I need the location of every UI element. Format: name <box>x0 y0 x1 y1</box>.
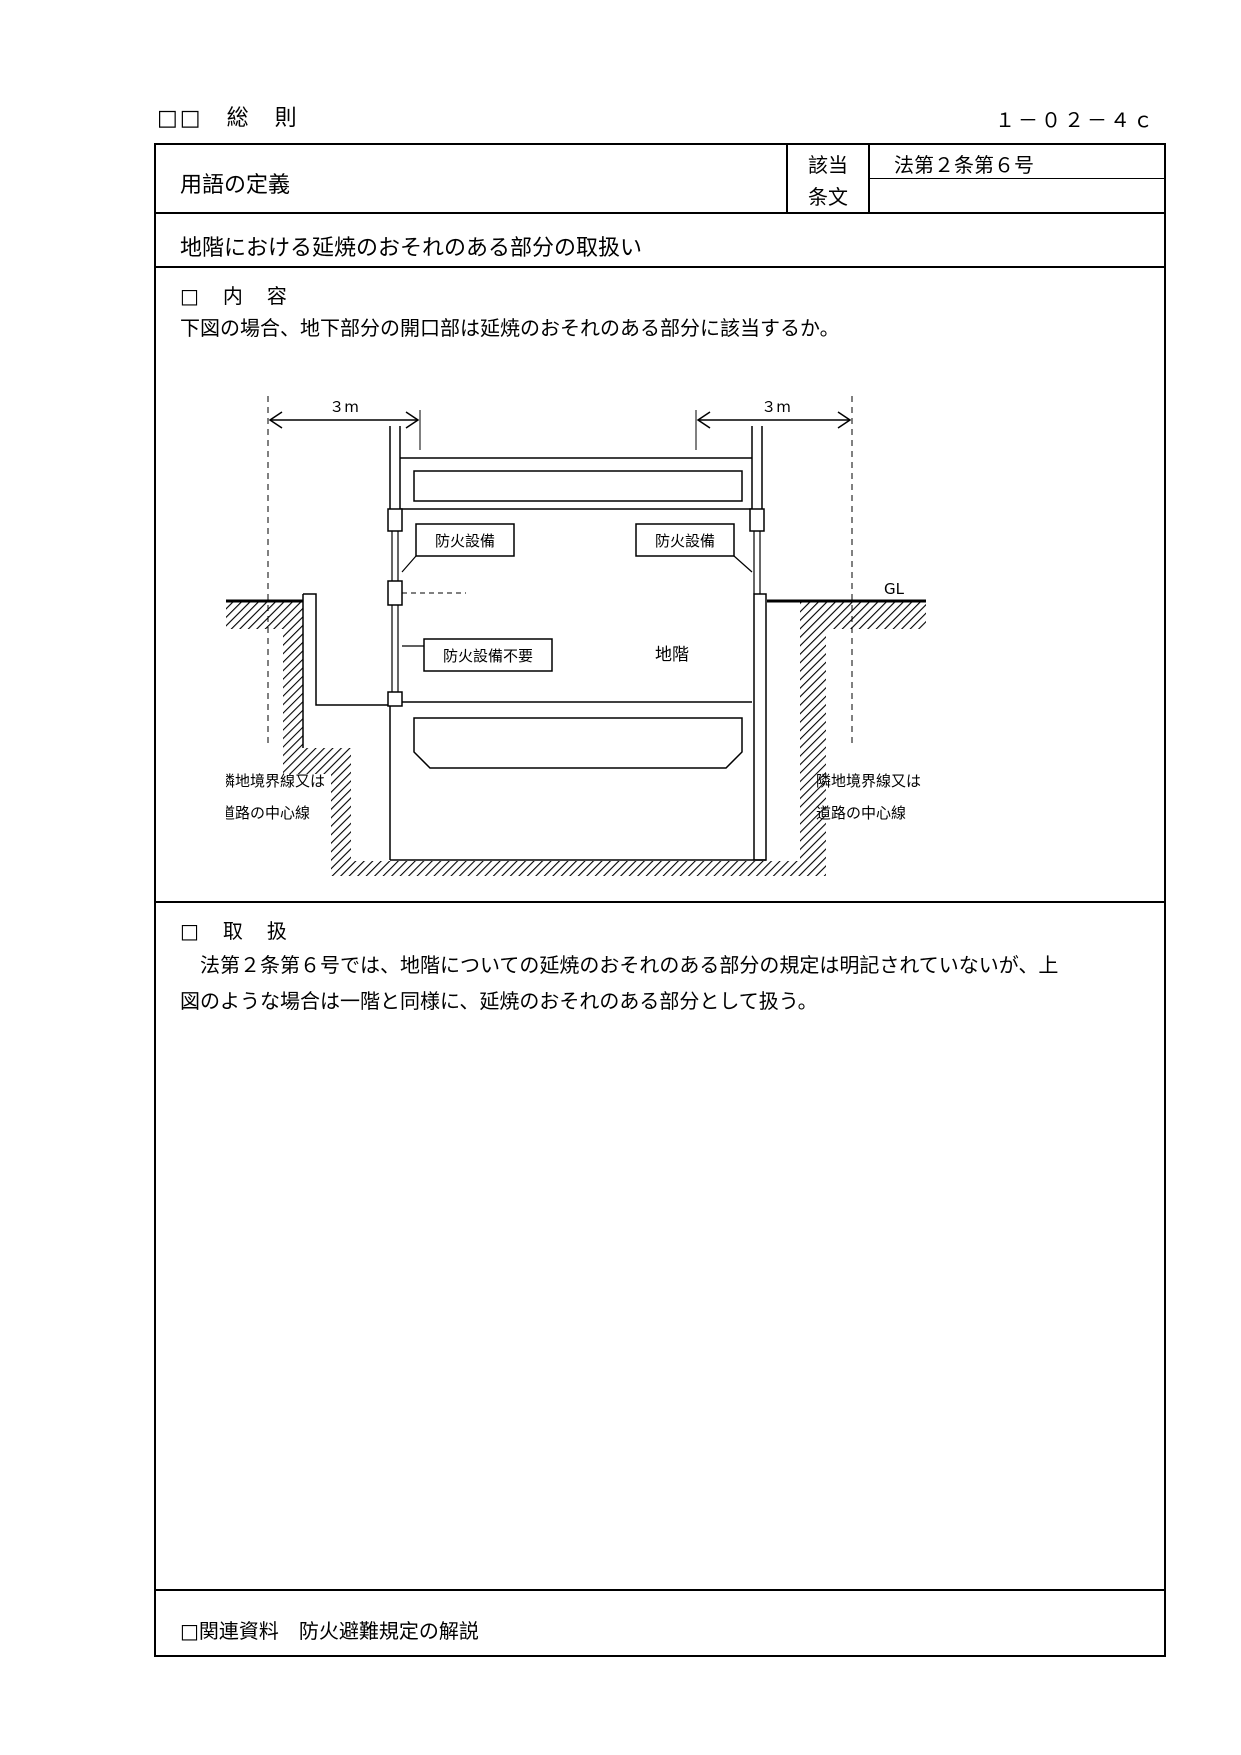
content-question: 下図の場合、地下部分の開口部は延焼のおそれのある部分に該当するか。 <box>180 316 840 340</box>
related-footer: □関連資料 防火避難規定の解説 <box>156 1591 1164 1655</box>
label-fire-right: 防火設備 <box>655 532 715 550</box>
content-section: □ 内 容 下図の場合、地下部分の開口部は延焼のおそれのある部分に該当するか。 … <box>156 268 1164 903</box>
section-diagram: ３m ３m <box>226 396 926 876</box>
article-label-line1: 該当 <box>808 153 848 177</box>
article-value: 法第２条第６号 <box>894 153 1034 177</box>
boundary-left-line1: 隣地境界線又は <box>226 772 325 790</box>
dim-left-label: ３m <box>329 398 359 416</box>
content-heading: □ 内 容 <box>180 284 289 308</box>
handling-line1: 法第２条第６号では、地階についての延焼のおそれのある部分の規定は明記されていない… <box>180 953 1059 977</box>
document-frame: 用語の定義 該当 条文 法第２条第６号 地階における延焼のおそれのある部分の取扱… <box>154 143 1166 1657</box>
label-basement: 地階 <box>655 645 689 665</box>
boundary-right-line1: 隣地境界線又は <box>816 772 921 790</box>
related-materials: □関連資料 防火避難規定の解説 <box>180 1619 479 1643</box>
boundary-right-line2: 道路の中心線 <box>816 804 906 822</box>
label-gl: GL <box>884 580 905 598</box>
boundary-left-line2: 道路の中心線 <box>226 804 310 822</box>
subject-row: 地階における延焼のおそれのある部分の取扱い <box>156 214 1164 268</box>
category-title: 用語の定義 <box>180 173 291 198</box>
upper-slab <box>413 470 743 502</box>
dim-right-label: ３m <box>761 398 791 416</box>
header-code: １－０２－４ｃ <box>995 108 1156 132</box>
handling-section: □ 取 扱 法第２条第６号では、地階についての延焼のおそれのある部分の規定は明記… <box>156 903 1164 1591</box>
foundation-slab <box>413 717 743 769</box>
divider <box>868 178 1164 179</box>
handling-line2: 図のような場合は一階と同様に、延焼のおそれのある部分として扱う。 <box>180 989 818 1013</box>
category-row: 用語の定義 該当 条文 法第２条第６号 <box>156 145 1164 214</box>
basement-right-wall <box>753 593 767 861</box>
handling-heading: □ 取 扱 <box>180 919 289 943</box>
label-not-required: 防火設備不要 <box>443 647 533 665</box>
article-label-line2: 条文 <box>808 185 848 209</box>
header-chapter: □□ 総 則 <box>157 106 299 131</box>
divider <box>786 145 788 212</box>
label-fire-left: 防火設備 <box>435 532 495 550</box>
subject-title: 地階における延焼のおそれのある部分の取扱い <box>180 236 643 261</box>
earth-hatch <box>226 601 926 876</box>
dry-area <box>303 593 388 706</box>
